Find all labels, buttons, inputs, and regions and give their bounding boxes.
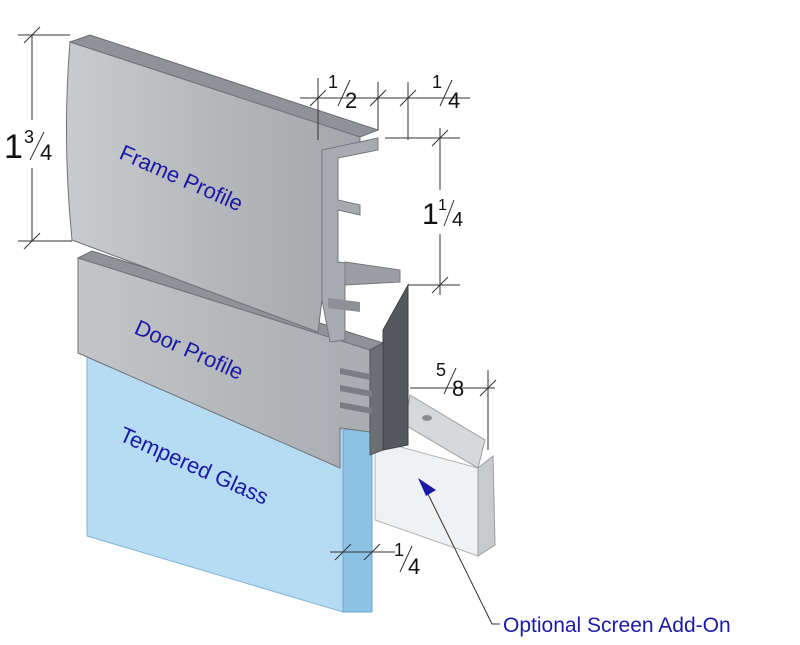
dim-screen-den: 8 [452,376,464,401]
frame-profile-part [65,34,401,343]
dim-glass-den: 4 [408,554,420,579]
dim-top-right-num: 1 [432,72,442,92]
dim-top-right-width: 1 4 [398,72,470,140]
dim-glass-thickness: 1 4 [330,540,420,579]
dim-glass-num: 1 [394,540,404,560]
dim-overall-height-den: 4 [40,140,52,165]
dim-frame-height-whole: 1 [422,198,439,231]
frame-inner-slot [328,298,360,312]
door-dark-body [382,283,409,451]
dim-frame-height-num: 1 [438,197,447,214]
screen-addon-part [374,394,496,557]
dim-overall-height: 1 3 4 [4,26,72,250]
dim-top-left-num: 1 [328,72,338,92]
dim-top-left-den: 2 [345,88,357,113]
dim-screen-num: 5 [436,360,446,380]
glass-edge [342,423,373,613]
callout-arrowhead [418,478,436,496]
door-end-face [369,342,384,456]
optional-screen-label: Optional Screen Add-On [503,614,731,637]
door-rib-2 [340,385,372,397]
dim-top-left-width: 1 2 [300,72,400,140]
frame-lip [344,261,401,286]
dim-overall-height-whole: 1 [4,128,23,166]
screen-callout [418,478,500,625]
dim-frame-height: 1 1 4 [385,128,470,295]
screen-bracket-hole [422,415,432,421]
frame-channel [321,137,386,343]
door-rib-3 [340,402,372,414]
door-rib-1 [340,368,370,380]
screen-bracket-side [477,454,496,557]
dim-screen-width: 5 8 [410,360,497,450]
dim-frame-height-den: 4 [452,209,463,231]
dim-top-right-den: 4 [448,88,460,113]
dim-overall-height-num: 3 [24,127,34,147]
